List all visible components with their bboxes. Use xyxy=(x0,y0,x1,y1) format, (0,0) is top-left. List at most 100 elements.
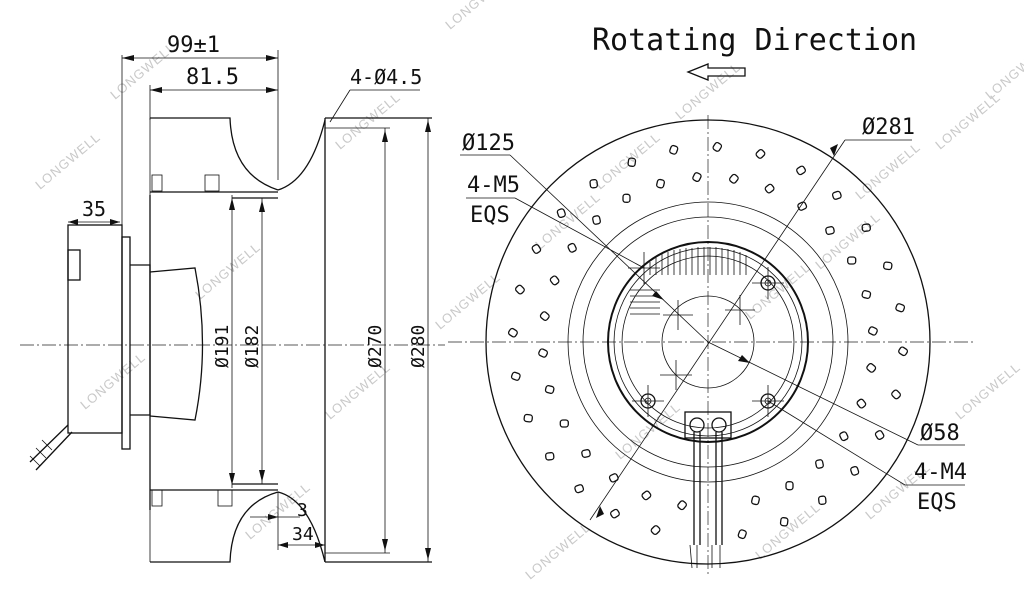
blade-rivet xyxy=(581,449,591,458)
motor-face xyxy=(621,255,795,429)
blade-rivet xyxy=(895,303,906,313)
arrowhead xyxy=(122,55,134,61)
shroud-curve-top xyxy=(277,119,326,191)
hub-cap xyxy=(661,295,755,389)
blade-rivet xyxy=(856,398,867,409)
blade-rivet xyxy=(882,261,893,271)
dim-dia-125: Ø125 xyxy=(462,131,515,156)
arrowhead xyxy=(229,198,235,210)
arrowhead xyxy=(150,87,162,93)
watermark-text: LONGWELL xyxy=(332,89,403,152)
arrowhead xyxy=(425,120,431,132)
cable-wrap xyxy=(29,439,53,467)
blade-rivet xyxy=(510,371,521,381)
blade-rivet xyxy=(627,157,637,168)
blade-rivet xyxy=(866,363,877,373)
blade-rivet xyxy=(531,244,542,254)
arrowhead xyxy=(268,514,278,520)
dim-overall-length: 99±1 xyxy=(167,33,220,58)
blade-rivet xyxy=(751,495,760,506)
watermark-text: LONGWELL xyxy=(852,139,923,202)
watermark-layer: LONGWELL LONGWELL LONGWELL LONGWELL LONG… xyxy=(32,0,1024,582)
blade-rivet xyxy=(608,473,619,483)
watermark-text: LONGWELL xyxy=(32,129,103,192)
screw-m5 xyxy=(628,252,755,390)
blade-rivet xyxy=(692,172,702,183)
watermark-text: LONGWELL xyxy=(952,359,1023,422)
front-view: Rotating Direction xyxy=(448,23,975,575)
leader-m5 xyxy=(514,197,645,269)
blade-rivet xyxy=(874,430,885,440)
shroud-inner-ring xyxy=(582,216,834,468)
dim-dia-58: Ø58 xyxy=(920,421,960,446)
arrowhead xyxy=(315,542,325,548)
arrowhead xyxy=(259,200,265,212)
eqs-label: EQS xyxy=(470,203,510,228)
cable xyxy=(29,424,69,463)
dim-dia-280: Ø280 xyxy=(408,325,429,368)
blade-rivet xyxy=(538,348,549,358)
arrowhead xyxy=(652,291,664,300)
blade-rivet xyxy=(737,529,747,540)
blade-rivet xyxy=(850,465,860,476)
watermark-text: LONGWELL xyxy=(522,519,593,582)
balance-clip xyxy=(151,174,163,192)
blade-rivet xyxy=(544,385,555,394)
thread-m5-label: 4-M5 xyxy=(467,173,520,198)
screw-m4 xyxy=(632,385,664,417)
blade-rivets xyxy=(507,141,909,540)
motor-rim xyxy=(613,247,803,437)
arrowhead xyxy=(382,539,388,551)
shroud-curve-bottom xyxy=(277,491,326,563)
blade-rivet xyxy=(556,208,566,219)
blade-rivet xyxy=(641,490,652,501)
dim-34: 34 xyxy=(292,524,314,545)
blade-bottom-curve xyxy=(150,491,279,563)
arrowhead xyxy=(266,87,278,93)
dim-3: 3 xyxy=(297,500,308,521)
cable xyxy=(35,431,73,471)
screw-m4 xyxy=(752,267,784,299)
dim-body-length: 81.5 xyxy=(186,65,239,90)
blade-rivet xyxy=(779,516,789,527)
blade-rivet xyxy=(589,179,598,189)
leader-dia-125 xyxy=(509,154,709,343)
leader-m4 xyxy=(767,400,906,486)
balance-clip xyxy=(217,489,233,507)
dim-dia-281: Ø281 xyxy=(862,115,915,140)
inlet-ring xyxy=(567,201,849,483)
cooling-fins xyxy=(630,247,747,315)
thread-m4-label: 4-M4 xyxy=(914,460,967,485)
blade-rivet xyxy=(650,525,661,535)
blade-rivet xyxy=(729,173,739,184)
arrowhead xyxy=(830,144,838,156)
blade-rivet xyxy=(755,149,766,159)
dimension-line-281 xyxy=(589,139,846,521)
arrowhead xyxy=(229,473,235,485)
blade-rivet xyxy=(847,256,857,265)
mounting-hole-label: 4-Ø4.5 xyxy=(350,65,422,89)
watermark-text: LONGWELL xyxy=(442,0,513,32)
blade-rivet xyxy=(898,346,909,357)
blade-rivet xyxy=(523,413,534,423)
blade-rivet xyxy=(818,495,827,505)
blade-rivet xyxy=(549,275,560,286)
blade-rivet xyxy=(861,290,872,299)
impeller-outer-circle xyxy=(485,119,931,565)
watermark-text: LONGWELL xyxy=(432,269,503,332)
rotating-direction-title: Rotating Direction xyxy=(592,23,917,58)
blade-rivet xyxy=(610,508,620,519)
arrowhead xyxy=(259,470,265,482)
blade-rivet xyxy=(622,193,631,203)
blade-rivet xyxy=(891,389,901,400)
blade-rivet xyxy=(861,223,871,232)
arrowhead xyxy=(596,506,604,518)
arrowhead xyxy=(425,548,431,560)
eqs-label: EQS xyxy=(917,490,957,515)
watermark-text: LONGWELL xyxy=(752,499,823,562)
blade-rivet xyxy=(559,419,569,428)
blade-rivet xyxy=(515,284,525,295)
blade-rivet xyxy=(592,215,601,225)
dim-dia-191: Ø191 xyxy=(212,325,233,368)
